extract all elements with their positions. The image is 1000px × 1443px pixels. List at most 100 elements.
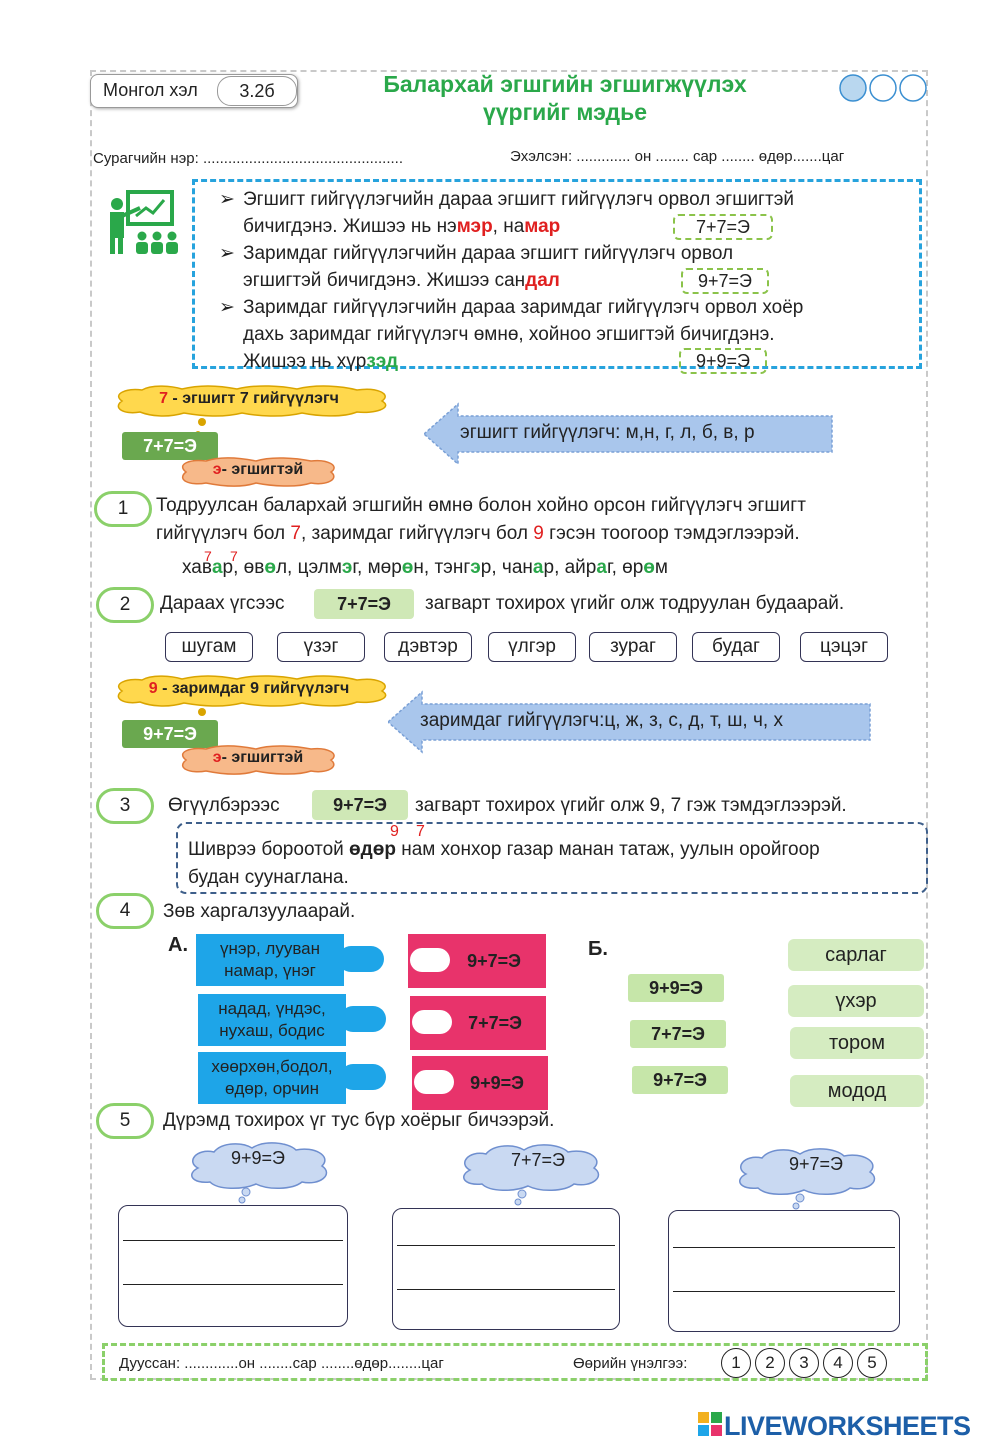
formula-badge-7: 7+7=Э [122,432,218,460]
cloud-icon [463,1144,600,1206]
formula-badge-9: 9+7=Э [122,720,218,748]
question-number-5: 5 [96,1103,154,1139]
score-5[interactable]: 5 [857,1348,887,1378]
cloud-shape-7 [117,385,387,417]
match-formula-1[interactable]: 9+9=Э [628,974,724,1002]
part-a-label: А. [168,934,188,956]
title-line-1: Баларxай эгшгийн эгшигжүүлэх [383,71,747,97]
match-formula-3[interactable]: 9+7=Э [632,1066,728,1094]
word-option-budag[interactable]: будаг [692,632,780,662]
mark-7-a: 7 [204,548,212,564]
circles-icon [839,74,927,102]
cloud-formula-1: 9+9=Э [231,1148,285,1168]
cloud-label-9: 9 - заримдаг 9 гийгүүлэгч [148,680,350,697]
cloud-formula-3: 9+7=Э [789,1154,843,1174]
answer-box-1[interactable] [118,1205,348,1327]
finish-date-field[interactable]: Дууссан: .............он ........сар ...… [119,1355,444,1372]
rule-2-formula: 9+7=Э [681,268,769,294]
word-option-devter[interactable]: дэвтэр [384,632,472,662]
mark-7-b: 7 [230,548,238,564]
question-4-text: Зөв харгалзуулаарай. [163,901,356,922]
rule-2: ➢ Заримдаг гийгүүлэгчийн дараа эгшигт ги… [219,240,899,294]
arrow-bullet-icon: ➢ [219,189,235,210]
question-number-4: 4 [96,893,154,929]
match-card-pink-1[interactable]: 9+7=Э [408,934,546,988]
vowel-label-9: э- эгшигтэй [212,749,304,766]
arrow-left-shape-7 [424,402,833,466]
cloud-icon [739,1148,876,1210]
cloud-shape-9 [117,675,387,707]
match-formula-2[interactable]: 7+7=Э [630,1020,726,1048]
cloud-label-7: 7 - эгшигт 7 гийгүүлэгч [159,390,339,407]
puzzle-knob-icon [338,946,384,972]
arrow-bullet-icon: ➢ [219,243,235,264]
arrow-bullet-icon: ➢ [219,297,235,318]
question-number-1: 1 [94,491,152,527]
arrow-left-shape-9 [388,690,871,754]
puzzle-knob-icon [340,1006,386,1032]
match-card-blue-3[interactable]: хөөрхөн,бодол,өдөр, орчин [198,1052,346,1104]
question-1-words[interactable]: хавар, өвөл, цэлмэг, мөрөн, тэнгэр, чана… [182,557,668,578]
word-option-shugam[interactable]: шугам [165,632,253,662]
answer-box-3[interactable] [668,1210,900,1332]
page-title: Баларxай эгшгийн эгшигжүүлэх үүргийг мэд… [330,70,800,126]
question-2-post: загварт тохирох үгийг олж тодруулан буда… [425,593,845,614]
word-option-zurag[interactable]: зураг [589,632,677,662]
word-option-tsetseg[interactable]: цэцэг [800,632,888,662]
match-word-ukher[interactable]: үхэр [788,985,924,1017]
question-3-formula: 9+7=Э [312,790,408,820]
rules-box: ➢ Эгшигт гийгүүлэгчийн дараа эгшигт гийг… [192,179,922,374]
puzzle-knob-icon [340,1064,386,1090]
puzzle-slot-icon [414,1070,454,1094]
rule-3-formula: 9+9=Э [679,348,767,374]
score-3[interactable]: 3 [789,1348,819,1378]
arrow-text-7: эгшигт гийгүүлэгч: м,н, г, л, б, в, р [460,422,755,443]
question-2-formula: 7+7=Э [314,589,414,619]
part-b-label: Б. [588,938,608,960]
cloud-shape-vowel-9 [181,745,335,775]
self-eval-label: Өөрийн үнэлгээ: [573,1355,688,1372]
puzzle-slot-icon [412,1010,452,1034]
match-word-sarlag[interactable]: сарлаг [788,939,924,971]
cloud-shape-vowel-7 [181,457,335,487]
score-1[interactable]: 1 [721,1348,751,1378]
teacher-icon [110,190,178,254]
start-date-field[interactable]: Эхэлсэн: ............. он ........ сар .… [510,148,845,165]
question-5-text: Дүрэмд тохирох үг тус бүр хоёрыг бичээрэ… [163,1110,555,1131]
score-4[interactable]: 4 [823,1348,853,1378]
question-number-3: 3 [96,788,154,824]
word-option-ulger[interactable]: үлгэр [488,632,576,662]
liveworksheets-logo: LIVEWORKSHEETS [724,1411,971,1441]
subject-tag: Монгол хэл 3.2б [90,74,298,108]
question-3-pre: Өгүүлбэрээс [168,795,280,816]
rule-1-formula: 7+7=Э [673,214,773,240]
question-3-post: загварт тохирох үгийг олж 9, 7 гэж тэмдэ… [415,795,847,816]
question-3-sentence[interactable]: Шиврээ бороотой өдөр нам хонхор газар ма… [176,822,928,894]
subject-label: Монгол хэл [103,80,198,100]
rule-3: ➢ Заримдаг гийгүүлэгчийн дараа заримдаг … [219,294,899,375]
question-1-text: Тодруулсан баларxай эгшгийн өмнө болон х… [156,495,806,544]
question-number-2: 2 [96,587,154,623]
answer-box-2[interactable] [392,1208,620,1330]
match-card-blue-2[interactable]: надад, үндэс,нухаш, бодис [198,994,346,1046]
rule-1: ➢ Эгшигт гийгүүлэгчийн дараа эгшигт гийг… [219,186,899,240]
cloud-formula-2: 7+7=Э [511,1150,565,1170]
liveworksheets-logo-icon [698,1412,722,1436]
student-name-field[interactable]: Сурагчийн нэр: .........................… [93,150,403,167]
cloud-icon [191,1142,328,1204]
lesson-code: 3.2б [217,76,297,106]
match-word-torom[interactable]: тором [790,1027,924,1059]
arrow-text-9: заримдаг гийгүүлэгч:ц, ж, з, с, д, т, ш,… [420,710,783,731]
title-line-2: үүргийг мэдье [482,99,648,125]
word-option-uzeg[interactable]: үзэг [277,632,365,662]
question-2-pre: Дараах үгсээс [160,593,285,614]
mark-9: 9 [390,823,399,840]
vowel-label-7: э- эгшигтэй [212,461,304,478]
footer-bar: Дууссан: .............он ........сар ...… [102,1343,928,1381]
puzzle-slot-icon [410,948,450,972]
score-2[interactable]: 2 [755,1348,785,1378]
match-word-modod[interactable]: модод [790,1075,924,1107]
mark-7: 7 [416,823,425,840]
